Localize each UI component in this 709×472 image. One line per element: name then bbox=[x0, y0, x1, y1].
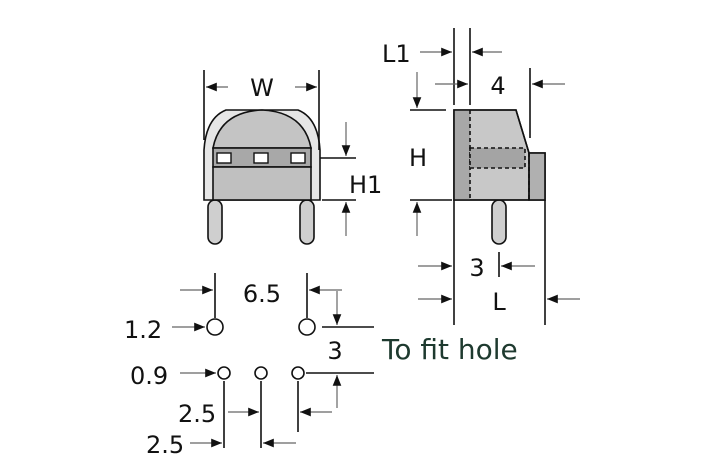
front-dome bbox=[212, 109, 312, 149]
front-window bbox=[253, 152, 269, 164]
label-h: H bbox=[409, 144, 427, 172]
side-hidden-window bbox=[469, 147, 526, 169]
hole-small bbox=[254, 366, 268, 380]
label-2-5-a: 2.5 bbox=[178, 400, 216, 428]
label-6-5: 6.5 bbox=[243, 280, 281, 308]
hole-small bbox=[291, 366, 305, 380]
front-pin-right bbox=[299, 199, 315, 245]
label-3-rows: 3 bbox=[327, 337, 342, 365]
side-rear-block bbox=[528, 152, 546, 201]
side-view: L1 4 H 3 L bbox=[382, 28, 580, 325]
side-flange bbox=[454, 110, 470, 200]
label-l1: L1 bbox=[382, 40, 411, 68]
label-w: W bbox=[250, 74, 274, 102]
front-view: W H1 bbox=[203, 70, 382, 245]
front-pin-left bbox=[207, 199, 223, 245]
hole-large bbox=[298, 318, 316, 336]
front-lower-body bbox=[212, 166, 312, 201]
hole-pattern: 6.5 1.2 3 0.9 2.5 2.5 bbox=[124, 273, 374, 459]
label-1-2: 1.2 bbox=[124, 316, 162, 344]
note-to-fit-hole: To fit hole bbox=[381, 333, 518, 366]
label-0-9: 0.9 bbox=[130, 362, 168, 390]
hole-small bbox=[217, 366, 231, 380]
label-4: 4 bbox=[490, 72, 505, 100]
side-pin bbox=[491, 199, 507, 245]
front-window bbox=[216, 152, 232, 164]
label-3-side: 3 bbox=[469, 254, 484, 282]
label-h1: H1 bbox=[349, 171, 382, 199]
label-2-5-b: 2.5 bbox=[146, 431, 184, 459]
label-l: L bbox=[492, 288, 506, 316]
front-window bbox=[290, 152, 306, 164]
hole-large bbox=[206, 318, 224, 336]
